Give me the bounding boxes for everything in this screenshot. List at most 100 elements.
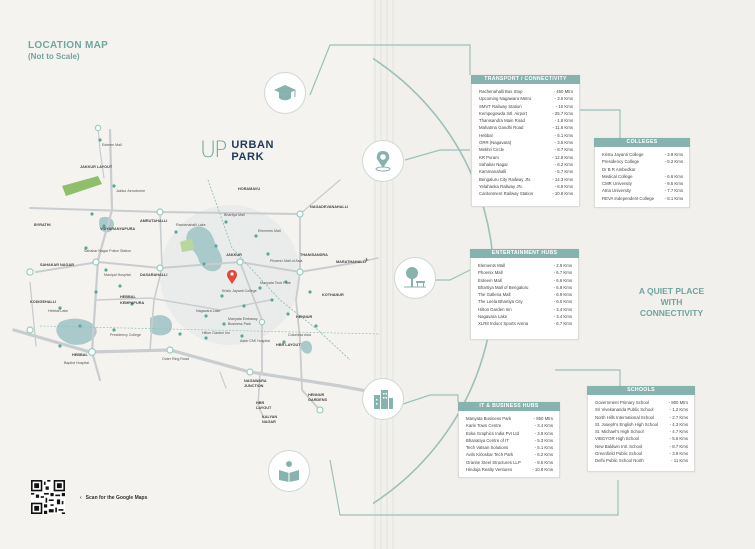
transport-row: ORR (Nagavara)- 3.5 Kms bbox=[479, 139, 573, 146]
transport-row-distance: - 10.8 Kms bbox=[552, 191, 573, 197]
colleges-row-name: Kristu Jayanti College bbox=[602, 152, 644, 157]
colleges-row-name: CMR University bbox=[602, 181, 632, 187]
transport-row-name: Thanisandra Main Road bbox=[479, 118, 525, 124]
transport-row: Bengaluru City Railway JN.- 14.3 Kms bbox=[479, 176, 573, 183]
colleges-row-distance: - 8.1 Kms bbox=[664, 195, 683, 201]
business-row-distance: - 850 Mtrs bbox=[533, 416, 553, 421]
page-subtitle: (Not to Scale) bbox=[28, 52, 80, 61]
svg-text:Aster CMI Hospital: Aster CMI Hospital bbox=[240, 339, 270, 343]
entertainment-row: Bhartiya Mall of Bengaluru- 5.8 Kms bbox=[478, 284, 572, 291]
green-area-2 bbox=[180, 238, 194, 252]
entertainment-category[interactable] bbox=[394, 257, 436, 299]
business-row-name: Karle Town Centre bbox=[466, 423, 502, 429]
schools-category[interactable] bbox=[268, 450, 310, 492]
svg-text:KEMPAPURA: KEMPAPURA bbox=[120, 301, 144, 305]
svg-text:Manipal Hospital: Manipal Hospital bbox=[104, 273, 131, 277]
schools-row: Greenfield Public School - 3.9 Kms bbox=[595, 450, 688, 457]
entertainment-row: Esteem Mall- 6.6 Kms bbox=[478, 277, 572, 284]
transport-row-distance: - 3.6 Kms bbox=[554, 96, 573, 102]
schools-row: Government Primary School- 850 Mtrs bbox=[595, 399, 688, 406]
entertainment-row-distance: - 5.8 Kms bbox=[553, 284, 572, 290]
colleges-row: Dr B R Ambedkar bbox=[602, 166, 683, 173]
schools-row-distance: - 4.3 Kms bbox=[669, 421, 688, 427]
business-category[interactable] bbox=[362, 378, 404, 420]
svg-text:Manyata Embassy: Manyata Embassy bbox=[228, 317, 258, 321]
svg-text:Columbia Asia: Columbia Asia bbox=[288, 333, 311, 337]
location-map[interactable]: JAKKUR LAYOUT HORAMAVU BYRATHI AMRUTAHAL… bbox=[0, 0, 380, 549]
svg-text:Baptist Hospital: Baptist Hospital bbox=[64, 361, 89, 365]
transport-row-name: ORR (Nagavara) bbox=[479, 140, 512, 146]
colleges-row: CMR University- 8.5 Kms bbox=[602, 180, 683, 187]
business-row: Granite Steel Structures LLP- 8.5 Kms bbox=[466, 459, 553, 466]
business-row-distance: - 3.9 Kms bbox=[534, 430, 553, 436]
colleges-row: REVA Independent College - 8.1 Kms bbox=[602, 195, 683, 202]
svg-text:NAGAWARA: NAGAWARA bbox=[244, 379, 267, 383]
svg-text:HENNUR: HENNUR bbox=[308, 393, 325, 397]
business-row: Manyata Business Park- 850 Mtrs bbox=[466, 415, 553, 422]
svg-text:BYRATHI: BYRATHI bbox=[34, 223, 51, 227]
schools-row: North Hills International School- 2.7 Km… bbox=[595, 414, 688, 421]
business-row-distance: - 8.5 Kms bbox=[534, 459, 553, 465]
colleges-row-distance: - 7.7 Kms bbox=[664, 188, 683, 194]
svg-text:Presidency College: Presidency College bbox=[110, 333, 141, 337]
colleges-row-name: Presidency College bbox=[602, 159, 640, 165]
schools-row-name: North Hills International School bbox=[595, 414, 654, 420]
airport-icon: ✈ bbox=[364, 257, 369, 264]
svg-text:KOTHANUR: KOTHANUR bbox=[322, 293, 344, 297]
schools-row-name: Sri Vivekananda Public School bbox=[595, 407, 654, 413]
business-row: Hinduja Realty Ventures- 10.8 Kms bbox=[466, 466, 553, 473]
transport-row: Upcoming Nagawara Metro- 3.6 Kms bbox=[479, 95, 573, 102]
transport-row-distance: - 450 Mtrs bbox=[553, 89, 573, 94]
svg-text:Rachenahalli Lake: Rachenahalli Lake bbox=[176, 223, 206, 227]
colleges-title: COLLEGES bbox=[594, 138, 690, 147]
schools-row-distance: - 3.9 Kms bbox=[669, 451, 688, 457]
transport-row: Hebbal- 5.1 Kms bbox=[479, 132, 573, 139]
transport-row-distance: - 8.7 Kms bbox=[554, 147, 573, 153]
qr-caption: ‹Scan for the Google Maps bbox=[80, 495, 147, 501]
schools-row-name: St. Michael's High School bbox=[595, 429, 644, 435]
transport-row: Sahakar Nagar- 6.2 Kms bbox=[479, 161, 573, 168]
business-row-distance: - 5.1 Kms bbox=[534, 445, 553, 451]
schools-row-name: St. Joseph's English High School bbox=[595, 421, 658, 427]
location-pin-icon bbox=[375, 151, 391, 172]
schools-row: VIBGYOR High School- 5.6 Kms bbox=[595, 435, 688, 442]
entertainment-row-distance: - 6.7 Kms bbox=[553, 321, 572, 327]
entertainment-row-distance: - 3.4 Kms bbox=[553, 314, 572, 320]
transport-row-name: Sahakar Nagar bbox=[479, 161, 508, 167]
svg-text:THANISANDRA: THANISANDRA bbox=[300, 253, 328, 257]
schools-row-name: VIBGYOR High School bbox=[595, 436, 639, 442]
colleges-row: Atria University- 7.7 Kms bbox=[602, 187, 683, 194]
transport-row-name: Cantonment Railway Station bbox=[479, 191, 534, 197]
svg-text:Phoenix Mall of Asia: Phoenix Mall of Asia bbox=[270, 259, 302, 263]
colleges-row-name: REVA Independent College bbox=[602, 195, 654, 201]
qr-caption-text: Scan for the Google Maps bbox=[85, 495, 148, 501]
transport-row: Yelahanka Railway JN.- 6.9 Kms bbox=[479, 183, 573, 190]
schools-row: St. Joseph's English High School - 4.3 Km… bbox=[595, 421, 688, 428]
schools-row: St. Michael's High School- 4.7 Kms bbox=[595, 428, 688, 435]
project-location-pin bbox=[227, 270, 237, 284]
transport-row: Kempegowda Intl. Airport- 25.7 Kms bbox=[479, 110, 573, 117]
svg-text:Esteem Mall: Esteem Mall bbox=[102, 143, 122, 147]
colleges-row: Kristu Jayanti College- 3.9 Kms bbox=[602, 151, 683, 158]
colleges-row-name: Dr B R Ambedkar bbox=[602, 166, 636, 172]
entertainment-row-distance: - 6.7 Kms bbox=[553, 270, 572, 276]
entertainment-row: The Leela Bhartiya City- 6.0 Kms bbox=[478, 298, 572, 305]
hebbal-lake bbox=[56, 318, 97, 345]
svg-text:HORAMAVU: HORAMAVU bbox=[238, 187, 260, 191]
svg-text:Hebbal Lake: Hebbal Lake bbox=[48, 309, 68, 313]
svg-text:HBR: HBR bbox=[256, 401, 264, 405]
google-maps-qr-code[interactable] bbox=[31, 480, 65, 514]
brand-logo: UP URBAN PARK bbox=[200, 138, 274, 163]
transport-row-distance: - 5.1 Kms bbox=[554, 132, 573, 138]
transport-row-distance: - 25.7 Kms bbox=[552, 110, 573, 116]
business-row: Avils Kirloskar Tech Park- 6.2 Kms bbox=[466, 451, 553, 458]
svg-text:VIDYARANYAPURA: VIDYARANYAPURA bbox=[100, 227, 135, 231]
schools-row-name: Greenfield Public School bbox=[595, 451, 643, 457]
brand-line-2: PARK bbox=[231, 150, 265, 163]
education-category[interactable] bbox=[264, 72, 306, 114]
transport-category[interactable] bbox=[362, 140, 404, 182]
jakkur-lake bbox=[99, 216, 115, 233]
business-row-name: Hinduja Realty Ventures bbox=[466, 467, 513, 473]
svg-text:LAYOUT: LAYOUT bbox=[256, 406, 272, 410]
